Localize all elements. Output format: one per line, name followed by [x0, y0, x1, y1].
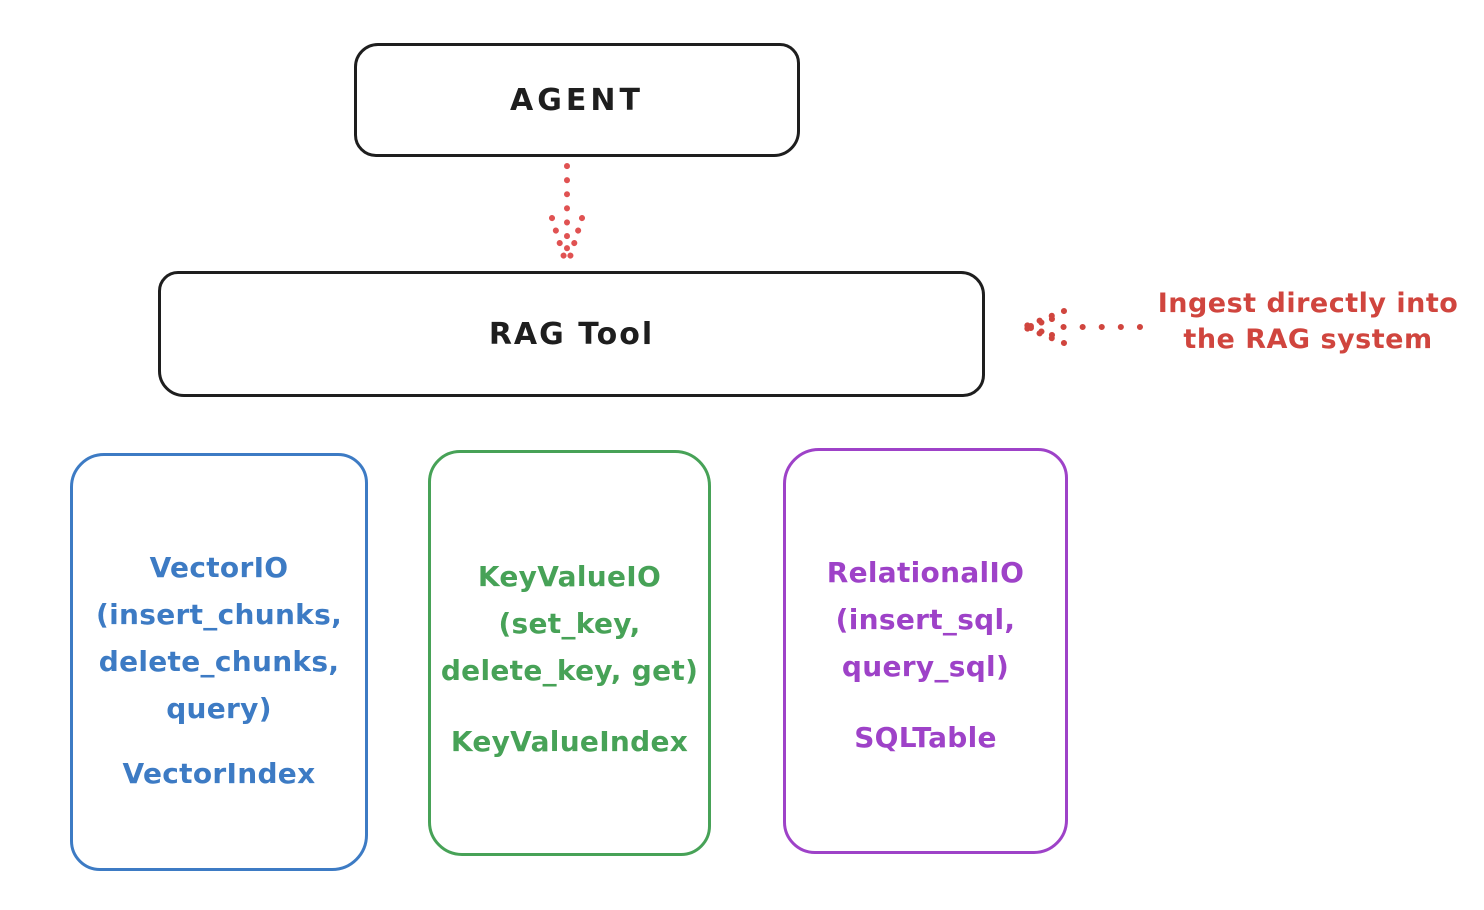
- key-value-io-line: (set_key,: [498, 607, 641, 640]
- key-value-io-signature: KeyValueIO (set_key, delete_key, get): [431, 553, 708, 694]
- vector-index-label: VectorIndex: [122, 757, 316, 790]
- vector-io-line: query): [166, 692, 272, 725]
- ingest-annotation-line1: Ingest directly into: [1157, 288, 1459, 319]
- sql-table-label: SQLTable: [854, 721, 997, 754]
- ingest-annotation: Ingest directly into the RAG system: [1140, 286, 1476, 359]
- storage-box-relational-io: RelationalIO (insert_sql, query_sql) SQL…: [783, 448, 1068, 854]
- vector-io-line: delete_chunks,: [98, 645, 340, 678]
- dotted-left-arrow-icon: [1023, 308, 1143, 346]
- storage-box-vector-io: VectorIO (insert_chunks, delete_chunks, …: [70, 453, 368, 871]
- agent-label: AGENT: [510, 82, 644, 118]
- vector-io-line: (insert_chunks,: [96, 598, 342, 631]
- relational-io-line: query_sql): [841, 650, 1010, 683]
- key-value-index-label: KeyValueIndex: [450, 725, 689, 758]
- dotted-down-arrow-icon: [549, 163, 585, 263]
- storage-box-key-value-io: KeyValueIO (set_key, delete_key, get) Ke…: [428, 450, 711, 856]
- key-value-io-line: KeyValueIO: [477, 560, 662, 593]
- relational-io-line: RelationalIO: [826, 556, 1025, 589]
- key-value-io-line: delete_key, get): [440, 654, 699, 687]
- ingest-annotation-line2: the RAG system: [1183, 324, 1433, 356]
- rag-tool-node: RAG Tool: [158, 271, 985, 397]
- rag-tool-label: RAG Tool: [488, 316, 655, 352]
- vector-io-signature: VectorIO (insert_chunks, delete_chunks, …: [73, 544, 365, 732]
- vector-io-line: VectorIO: [149, 551, 289, 584]
- relational-io-line: (insert_sql,: [835, 603, 1016, 636]
- relational-io-signature: RelationalIO (insert_sql, query_sql): [786, 549, 1065, 690]
- agent-node: AGENT: [354, 43, 800, 157]
